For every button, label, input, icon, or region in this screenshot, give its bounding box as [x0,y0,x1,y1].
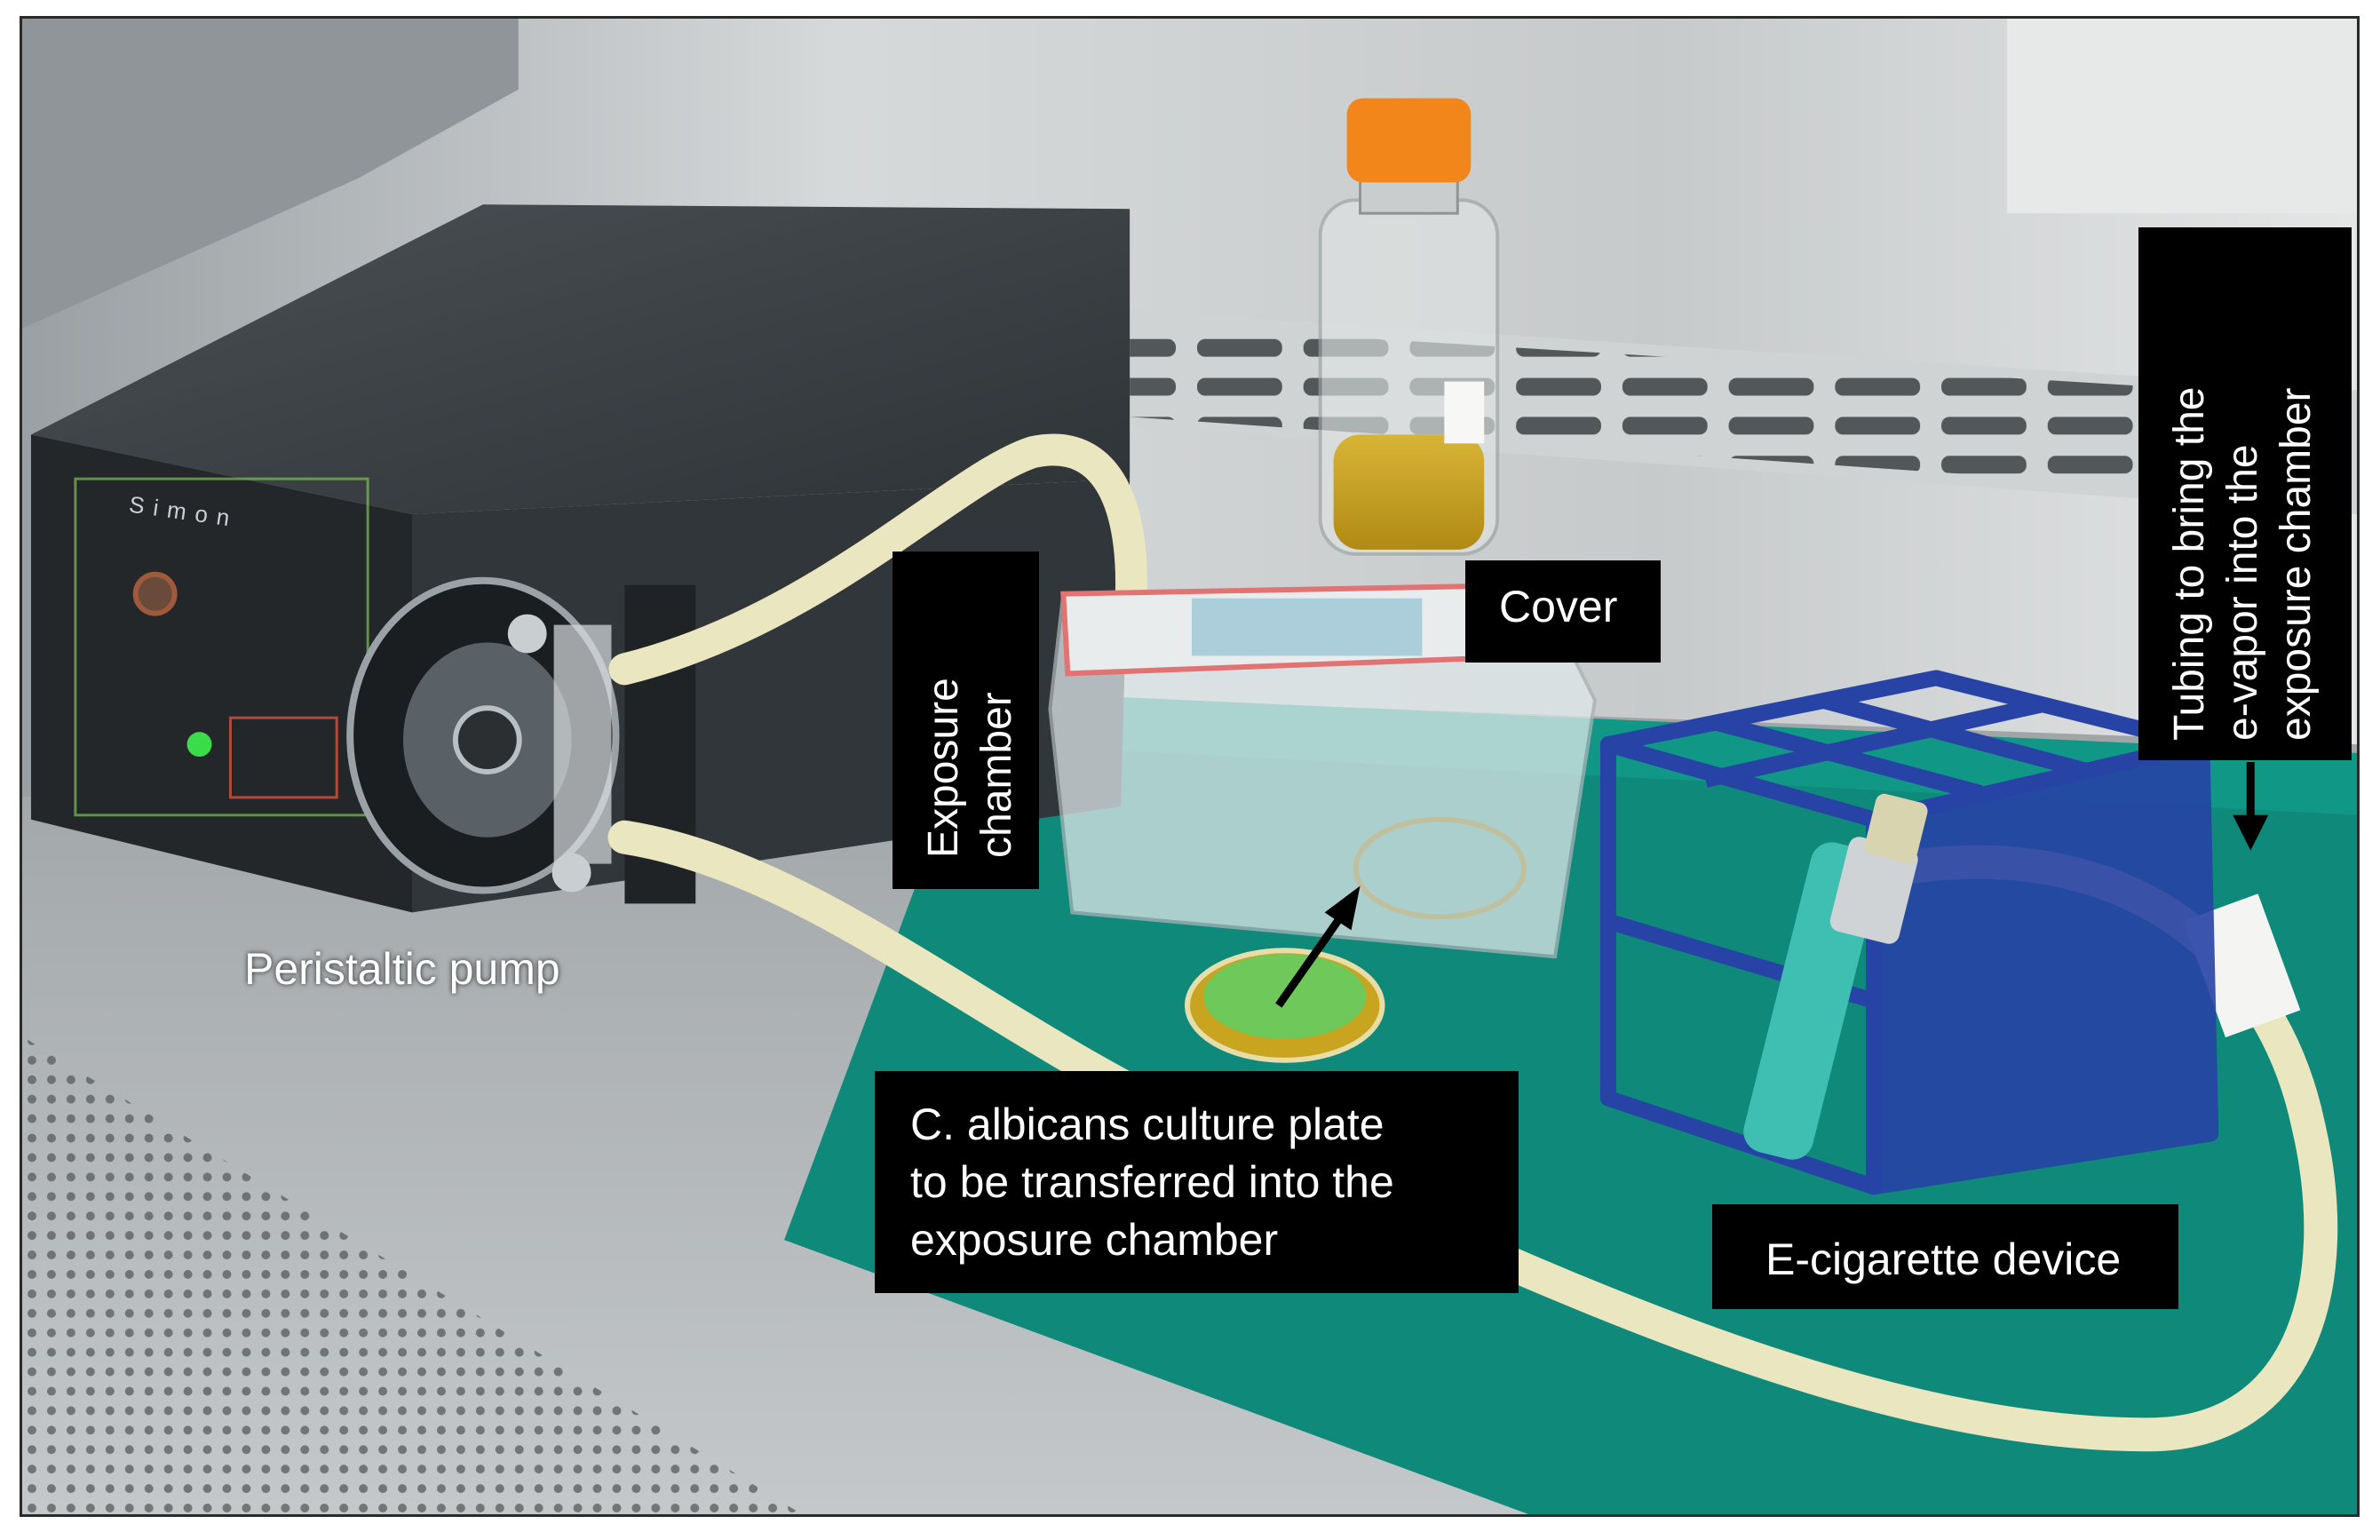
arrow-down-icon [2233,762,2269,851]
label-e-cigarette: E-cigarette device [1712,1204,2178,1309]
culture-plate [1185,948,1385,1063]
cabinet-right-panel [2006,19,2357,214]
tubing-upper [608,433,1147,686]
reagent-bottle [1318,98,1500,556]
cabinet-left-panel [22,19,519,329]
label-tubing-line1: Tubing to bring the [2166,386,2213,741]
arrow-to-chamber-icon [1275,885,1361,1008]
photo-frame: Peristaltic pump Exposure chamber Cover … [20,16,2360,1517]
label-exposure-chamber-line2: chamber [973,692,1020,858]
label-tubing-line2: e-vapor into the [2219,444,2266,741]
label-cover: Cover [1465,560,1661,663]
label-tubing: Tubing to bring the e-vapor into the exp… [2138,227,2352,760]
label-culture-plate: C. albicans culture plate to be transfer… [875,1071,1519,1293]
label-culture-plate-line1: C. albicans culture plate [910,1099,1384,1149]
label-culture-plate-line3: exposure chamber [910,1215,1279,1265]
e-cigarette [1743,793,1928,1160]
label-peristaltic-pump: Peristaltic pump [244,944,560,994]
exposure-chamber [1048,582,1598,959]
label-exposure-chamber-line1: Exposure [920,678,967,858]
label-culture-plate-line2: to be transferred into the [910,1157,1394,1207]
label-tubing-line3: exposure chamber [2273,387,2320,741]
label-exposure-chamber: Exposure chamber [892,552,1039,889]
